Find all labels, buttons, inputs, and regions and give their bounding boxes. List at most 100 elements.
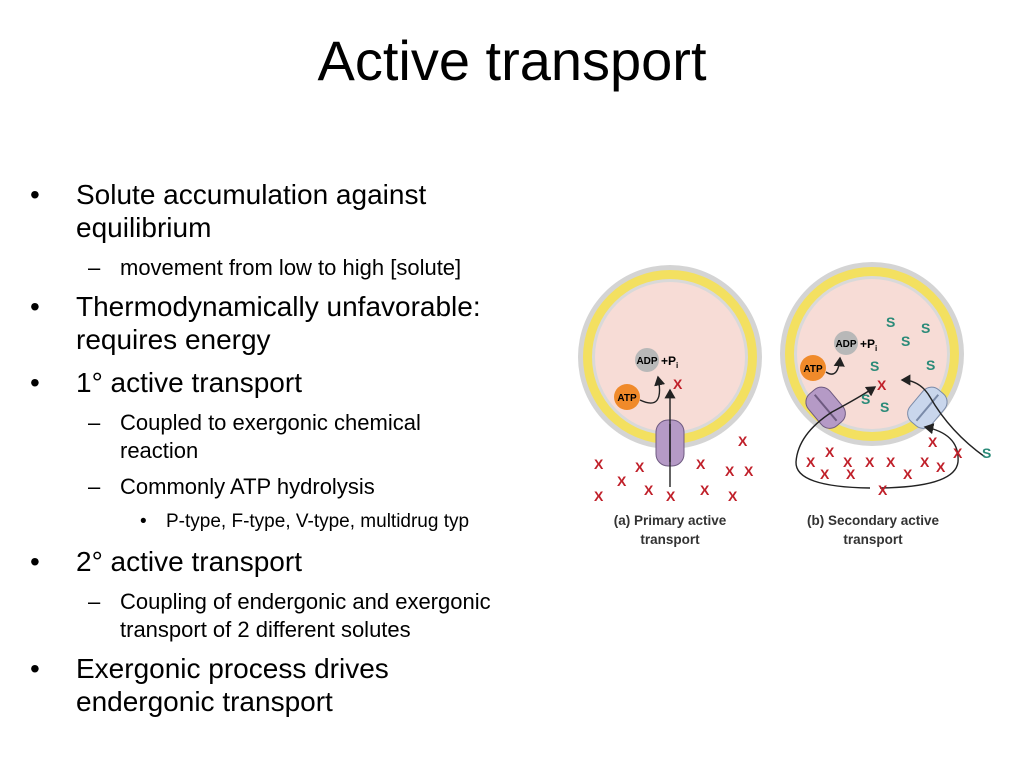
sub-bullet-item: –Coupling of endergonic and exergonic tra… — [30, 588, 610, 644]
solute-s-outside: S — [982, 445, 991, 461]
bullet-item: • 2° active transport — [30, 545, 610, 578]
bullet-marker: • — [140, 511, 147, 532]
bullet-text-line: Solute accumulation against — [76, 179, 427, 210]
bullet-text-line: 2° active transport — [76, 546, 302, 577]
bullet-text-line: equilibrium — [76, 212, 212, 243]
sub-bullet-item: –movement from low to high [solute] — [30, 254, 610, 282]
solute-s: S — [926, 357, 935, 373]
active-transport-figure: ADP +Pi ATP X X X X X X X X X X X X X (a… — [578, 262, 991, 547]
sub-sub-bullet-item: • P-type, F-type, V-type, multidrug typ — [30, 509, 610, 535]
atp-icon — [614, 384, 640, 410]
solute-x: X — [617, 473, 627, 489]
adp-label: ADP — [636, 356, 657, 367]
solute-x: X — [843, 454, 853, 470]
bullet-marker: – — [88, 474, 101, 499]
adp-icon — [834, 331, 858, 355]
bullet-marker: – — [88, 410, 101, 435]
solute-s: S — [861, 391, 870, 407]
solute-x: X — [644, 482, 654, 498]
primary-caption-2: transport — [640, 532, 700, 547]
bullet-marker: • — [30, 546, 40, 577]
x-efflux-arrow-left — [795, 386, 877, 489]
solute-x-inside: X — [877, 377, 887, 393]
solute-x: X — [865, 454, 875, 470]
solute-x: X — [635, 459, 645, 475]
solute-x: X — [928, 434, 938, 450]
solute-x: X — [594, 456, 604, 472]
solute-x: X — [728, 488, 738, 504]
bullet-text-line: Thermodynamically unfavorable: — [76, 291, 481, 322]
solute-x: X — [825, 444, 835, 460]
secondary-symporter — [907, 386, 948, 429]
bullet-marker: • — [30, 367, 40, 398]
bullet-marker: • — [30, 291, 40, 322]
bullet-text-line: Exergonic process drives — [76, 653, 389, 684]
solute-x-outside-group: X X X X X X X X X X X X X — [806, 434, 963, 498]
secondary-atp-pump — [805, 386, 846, 429]
solute-x: X — [725, 463, 735, 479]
solute-x-outside-group: X X X X X X X X X X X X — [594, 433, 754, 504]
primary-transport-panel: ADP +Pi ATP X X X X X X X X X X X X X (a… — [578, 265, 762, 547]
bullet-text-line: 1° active transport — [76, 367, 302, 398]
x-gradient-arrow-right — [879, 423, 959, 489]
solute-x: X — [700, 482, 710, 498]
atp-label: ATP — [803, 364, 823, 375]
bullet-text-line: transport of 2 different solutes — [120, 617, 411, 642]
solute-x-inside: X — [673, 376, 683, 392]
bullet-text-line: Coupling of endergonic and exergonic — [120, 589, 491, 614]
solute-x: X — [696, 456, 706, 472]
solute-x: X — [936, 459, 946, 475]
bullet-marker: • — [30, 653, 40, 684]
solute-x: X — [886, 454, 896, 470]
sub-bullet-item: –Coupled to exergonic chemical reaction — [30, 409, 610, 465]
sub-bullet-item: –Commonly ATP hydrolysis — [30, 473, 610, 501]
solute-x: X — [744, 463, 754, 479]
atp-hydrolysis-arrow — [825, 356, 845, 375]
bullet-text-line: P-type, F-type, V-type, multidrug typ — [166, 511, 470, 532]
solute-x: X — [820, 466, 830, 482]
slide-title: Active transport — [317, 29, 707, 92]
bullet-text-line: Commonly ATP hydrolysis — [120, 474, 375, 499]
solute-x: X — [953, 445, 963, 461]
atp-hydrolysis-arrow — [639, 375, 666, 404]
solute-x: X — [846, 466, 856, 482]
solute-x: X — [738, 433, 748, 449]
s-uptake-arrow — [900, 374, 986, 458]
bullet-marker: – — [88, 589, 101, 614]
bullet-text-line: requires energy — [76, 324, 271, 355]
solute-s: S — [880, 399, 889, 415]
solute-x: X — [806, 454, 816, 470]
solute-x: X — [666, 488, 676, 504]
bullet-text-line: reaction — [120, 438, 199, 463]
solute-x: X — [903, 466, 913, 482]
atp-icon — [800, 355, 826, 381]
secondary-caption: (b) Secondary active — [807, 513, 940, 528]
bullet-text-line: Coupled to exergonic chemical — [120, 410, 421, 435]
solute-s: S — [870, 358, 879, 374]
solute-s-inside-group: S S S S S S S — [861, 314, 935, 415]
pi-label: +Pi — [661, 354, 678, 370]
bullet-marker: – — [88, 255, 101, 280]
secondary-cell-cytoplasm — [797, 279, 947, 429]
bullet-text-line: endergonic transport — [76, 686, 333, 717]
primary-caption: (a) Primary active — [614, 513, 727, 528]
pi-label: +Pi — [860, 337, 877, 353]
adp-icon — [635, 348, 659, 372]
solute-x: X — [920, 454, 930, 470]
solute-x: X — [878, 482, 888, 498]
bullet-item: • 1° active transport — [30, 366, 610, 399]
solute-s: S — [901, 333, 910, 349]
bullet-item: • Thermodynamically unfavorable:requires … — [30, 290, 610, 356]
solute-x: X — [594, 488, 604, 504]
bullet-text-line: movement from low to high [solute] — [120, 255, 462, 280]
bullet-marker: • — [30, 179, 40, 210]
secondary-transport-panel: ADP +Pi ATP X S S S S S S S S X X X X X — [780, 262, 991, 547]
solute-s: S — [921, 320, 930, 336]
adp-label: ADP — [835, 339, 856, 350]
solute-s: S — [886, 314, 895, 330]
secondary-caption-2: transport — [843, 532, 903, 547]
atp-label: ATP — [617, 393, 637, 404]
